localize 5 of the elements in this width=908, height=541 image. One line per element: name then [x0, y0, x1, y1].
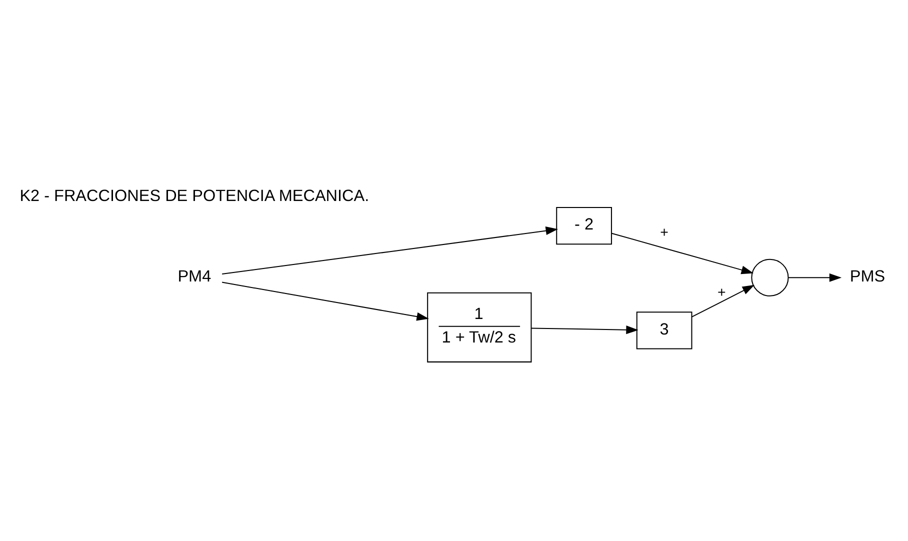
label: K2 - FRACCIONES DE POTENCIA MECANICA.: [20, 187, 370, 206]
node-text: PM4: [178, 267, 212, 286]
edge-label: +: [718, 285, 726, 302]
edge-label: +: [660, 225, 668, 242]
node-text: PMS: [850, 267, 886, 286]
